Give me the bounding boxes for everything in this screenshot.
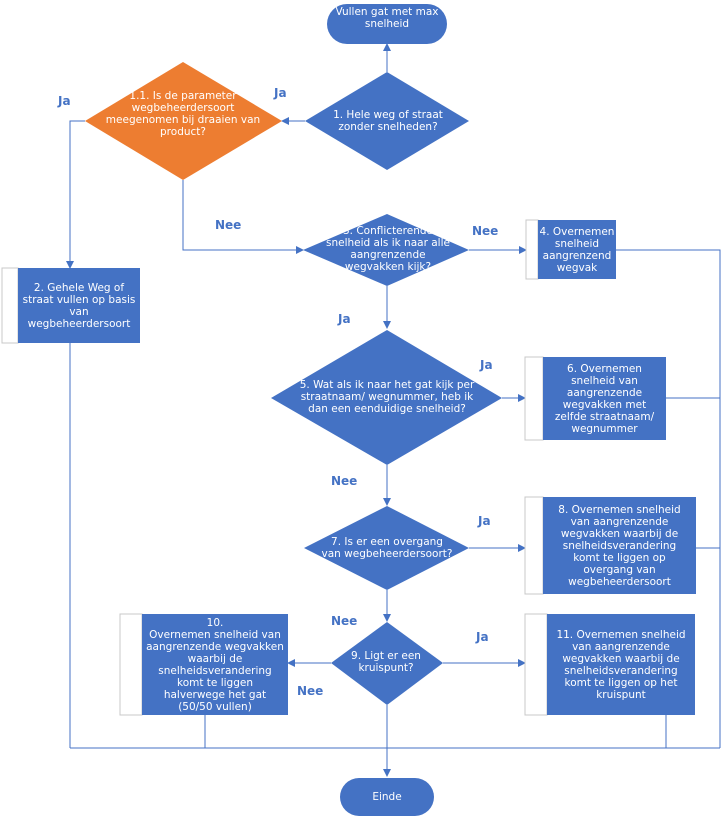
label-nee-decision-9: Nee <box>297 684 324 698</box>
decision-5-text: 5. Wat als ik naar het gat kijk per stra… <box>299 379 475 415</box>
process-4-tab <box>525 219 539 280</box>
process-6-text: 6. Overnemen snelheid van aangrenzende w… <box>554 362 655 435</box>
label-nee-decision-5: Nee <box>331 474 358 488</box>
decision-1 <box>305 72 469 170</box>
decision-3-text: 3. Conflicterende snelheid als ik naar a… <box>326 225 450 273</box>
process-4 <box>538 220 616 279</box>
decision-9 <box>331 622 443 705</box>
decision-5 <box>271 330 502 465</box>
decision-1-1-text: 1.1. Is de parameter wegbeheerdersoort m… <box>105 90 261 138</box>
label-nee-decision-1-1: Nee <box>215 218 242 232</box>
process-2-text: 2. Gehele Weg of straat vullen op basis … <box>22 281 136 330</box>
process-8-tab <box>524 496 544 595</box>
process-10-text: 10. Overnemen snelheid van aangrenzende … <box>146 616 284 713</box>
start-terminator <box>327 4 447 44</box>
connectors <box>66 43 721 777</box>
decision-7-text: 7. Is er een overgang van wegbeheerderso… <box>321 536 453 560</box>
label-ja-decision-1: Ja <box>274 86 287 100</box>
process-2 <box>18 268 140 343</box>
edge-q1-1-box2 <box>66 120 85 269</box>
end-text: Einde <box>372 791 402 803</box>
process-8-text: 8. Overnemen snelheid van aangrenzende w… <box>558 503 681 588</box>
process-2-tab <box>1 267 19 344</box>
process-4-text: 4. Overnemen snelheid aangrenzend wegvak <box>539 225 615 274</box>
process-11-text: 11. Overnemen snelheid van aangrenzende … <box>556 628 686 701</box>
decision-7 <box>304 506 469 590</box>
label-nee-decision-3: Nee <box>472 224 499 238</box>
edge-q1-1-q3 <box>182 180 304 254</box>
label-ja-decision-7: Ja <box>478 514 491 528</box>
process-6-tab <box>524 356 544 441</box>
process-10 <box>142 614 288 715</box>
process-6 <box>543 357 666 440</box>
decision-1-text: 1. Hele weg of straat zonder snelheden? <box>333 109 443 133</box>
label-ja-decision-9: Ja <box>476 630 489 644</box>
decision-1-1 <box>85 62 282 180</box>
label-ja-decision-3: Ja <box>338 312 351 326</box>
edge-box4-right <box>616 249 721 748</box>
process-10-tab <box>119 613 143 716</box>
label-nee-decision-7: Nee <box>331 614 358 628</box>
start-text: Vullen gat met max snelheid <box>335 6 439 30</box>
decision-9-text: 9. Ligt er een kruispunt? <box>351 650 421 674</box>
end-terminator <box>340 778 434 816</box>
label-ja-decision-1-1: Ja <box>58 94 71 108</box>
decision-3 <box>303 214 469 286</box>
process-11-tab <box>524 613 548 716</box>
process-11 <box>547 614 695 715</box>
process-8 <box>543 497 696 594</box>
label-ja-decision-5: Ja <box>480 358 493 372</box>
